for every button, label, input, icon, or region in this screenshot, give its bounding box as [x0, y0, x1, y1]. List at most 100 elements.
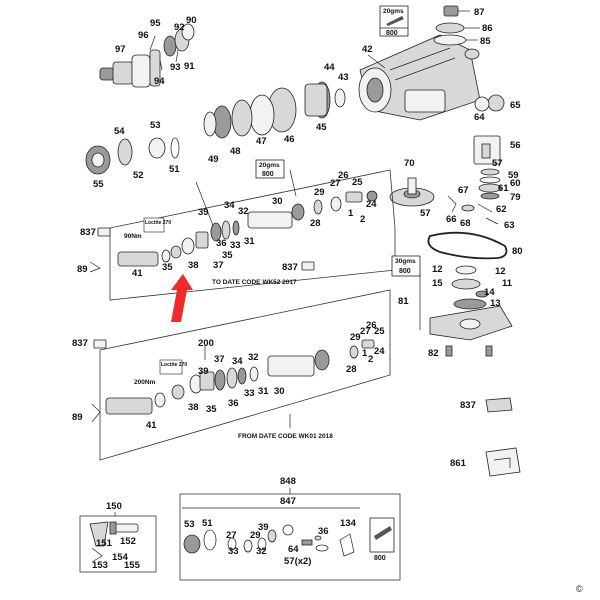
drive-belt	[427, 231, 508, 260]
copyright-icon: ©	[576, 584, 583, 594]
part-number-12b: 12	[495, 266, 506, 277]
motor-parts-top-right	[433, 5, 505, 112]
lower-assembly-frame	[99, 289, 391, 461]
grease-badge-kit: 800	[369, 517, 395, 562]
part-number-150: 150	[106, 501, 122, 512]
part-number-57-top: 57	[492, 158, 503, 169]
part-number-57-mid: 57	[420, 208, 431, 219]
part-number-45: 45	[316, 122, 327, 133]
grease-badge-mid: 20gms 800	[255, 159, 285, 179]
upper-part-number-39: 39	[198, 207, 209, 218]
kit-part-number-32: 32	[256, 546, 267, 557]
part-number-13: 13	[490, 298, 501, 309]
upper-part-number-24: 24	[366, 199, 377, 210]
part-number-67: 67	[458, 185, 469, 196]
part-number-11: 11	[502, 278, 513, 289]
lower-part-number-31: 31	[258, 386, 269, 397]
part-number-82: 82	[428, 348, 439, 359]
kit-part-number-27: 27	[226, 530, 237, 541]
clip-parts-right	[485, 397, 521, 477]
part-number-59: 59	[508, 170, 519, 181]
upper-part-number-25: 25	[352, 177, 363, 188]
upper-part-number-35b: 35	[162, 262, 173, 273]
part-number-87: 87	[474, 7, 485, 18]
lower-part-number-36: 36	[228, 398, 239, 409]
kit-part-number-53: 53	[184, 519, 195, 530]
bearing-housing-81: 30gms 800	[391, 255, 513, 357]
lower-part-number-1: 1	[362, 348, 368, 359]
kit-part-number-57x2: 57(x2)	[284, 556, 311, 567]
part-number-94: 94	[154, 76, 165, 87]
upper-part-number-26: 26	[338, 170, 349, 181]
lower-part-number-89: 89	[72, 412, 83, 423]
service-kit-frame	[179, 493, 401, 581]
upper-part-number-2: 2	[360, 214, 365, 225]
part-number-54: 54	[114, 126, 125, 137]
upper-part-number-32: 32	[238, 206, 249, 217]
lower-loctite-label: Loctite 270	[161, 362, 187, 368]
chuck-assembly	[99, 23, 195, 88]
lower-part-number-200: 200	[198, 338, 214, 349]
part-number-65: 65	[510, 100, 521, 111]
part-number-53: 53	[150, 120, 161, 131]
part-number-81: 81	[398, 296, 409, 307]
lower-part-number-26: 26	[366, 320, 377, 331]
part-number-861: 861	[450, 458, 467, 469]
lower-part-number-34: 34	[232, 356, 243, 367]
upper-part-number-837: 837	[80, 227, 96, 238]
kit-part-number-51: 51	[202, 518, 213, 529]
part-number-12a: 12	[432, 264, 443, 275]
lower-date-code-caption: FROM DATE CODE WK01 2018	[238, 433, 333, 440]
part-number-95: 95	[150, 18, 161, 29]
upper-part-number-31: 31	[244, 236, 255, 247]
part-number-847: 847	[280, 496, 296, 507]
kit-part-number-64: 64	[288, 544, 299, 555]
grease-tube-icon	[386, 16, 404, 26]
part-number-97: 97	[115, 44, 126, 55]
lower-part-number-28: 28	[346, 364, 357, 375]
part-number-151: 151	[96, 538, 113, 549]
upper-part-number-28: 28	[310, 218, 321, 229]
upper-part-number-30: 30	[272, 196, 283, 207]
part-number-92: 92	[174, 22, 185, 33]
grease-badge-mid-part: 800	[262, 171, 274, 178]
part-number-155: 155	[124, 560, 141, 571]
part-number-66: 66	[446, 214, 457, 225]
part-number-44: 44	[324, 62, 335, 73]
lower-part-number-29: 29	[350, 332, 361, 343]
part-number-63: 63	[504, 220, 515, 231]
grease-tube-icon-kit	[374, 526, 392, 540]
part-number-51: 51	[169, 164, 180, 175]
part-number-85: 85	[480, 36, 491, 47]
switch-parts-right	[473, 135, 502, 225]
part-number-80: 80	[512, 246, 523, 257]
lower-part-number-25: 25	[374, 326, 385, 337]
part-number-43: 43	[338, 72, 349, 83]
upper-assembly-frame	[109, 169, 396, 301]
part-number-91: 91	[184, 61, 195, 72]
lower-part-number-24: 24	[374, 346, 385, 357]
kit-part-number-36: 36	[318, 526, 329, 537]
upper-part-number-33: 33	[230, 240, 241, 251]
part-number-46: 46	[284, 134, 295, 145]
upper-part-number-35: 35	[222, 250, 233, 261]
part-number-70: 70	[404, 158, 415, 169]
lower-part-number-39: 39	[198, 366, 209, 377]
lower-part-number-27: 27	[360, 326, 371, 337]
upper-shaft-parts	[117, 190, 378, 267]
part-number-56: 56	[510, 140, 521, 151]
part-number-79: 79	[510, 192, 521, 203]
lower-part-number-837: 837	[72, 338, 88, 349]
clutch-assembly	[203, 87, 297, 139]
lower-torque-label: 200Nm	[134, 379, 156, 386]
part-number-154: 154	[112, 552, 129, 563]
lower-part-number-32: 32	[248, 352, 259, 363]
part-number-837-right: 837	[460, 400, 476, 411]
part-number-96: 96	[138, 30, 149, 41]
part-number-48: 48	[230, 146, 241, 157]
upper-part-number-34: 34	[224, 200, 235, 211]
part-number-47: 47	[256, 136, 267, 147]
kit-part-number-39: 39	[258, 522, 269, 533]
lower-shaft-parts	[105, 339, 375, 415]
upper-part-number-37: 37	[213, 260, 224, 271]
